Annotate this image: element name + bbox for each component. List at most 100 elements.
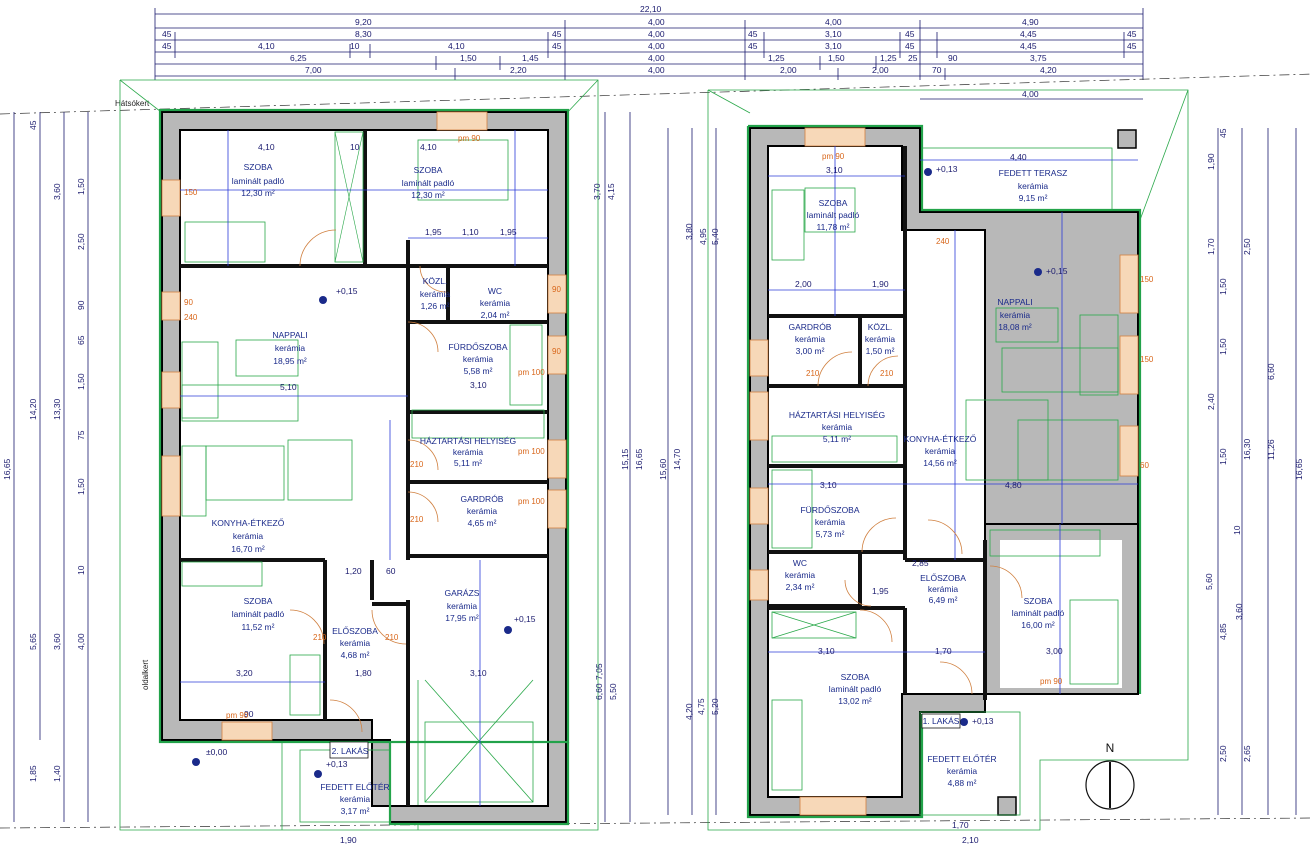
svg-text:kerámia: kerámia bbox=[340, 794, 371, 804]
svg-text:kerámia: kerámia bbox=[865, 334, 896, 344]
svg-text:6,49 m²: 6,49 m² bbox=[929, 595, 958, 605]
svg-text:pm 90: pm 90 bbox=[458, 134, 481, 143]
right-level-2: +0,15 bbox=[1046, 266, 1068, 276]
site-boundary: Hátsókert oldalkert bbox=[0, 73, 1313, 829]
left-dim-10: 3,20 bbox=[236, 668, 253, 678]
top-dimension-chains: 22,10 9,20 4,00 4,00 4,90 45 8,30 45 4,0… bbox=[154, 4, 1144, 100]
oldalkert-label: oldalkert bbox=[141, 659, 150, 690]
left-vdim-11: 10 bbox=[76, 565, 86, 575]
right-dim-11: 1,70 bbox=[952, 820, 969, 830]
svg-text:kerámia: kerámia bbox=[1000, 310, 1031, 320]
svg-text:4,68 m²: 4,68 m² bbox=[341, 650, 370, 660]
dim-row3-7: 4,45 bbox=[1020, 29, 1037, 39]
mid-vdim-12: 4,95 bbox=[698, 228, 708, 245]
left-room-kozl: KÖZL. kerámia 1,26 m² bbox=[420, 276, 451, 311]
svg-text:HÁZTARTÁSI HELYISÉG: HÁZTARTÁSI HELYISÉG bbox=[789, 410, 885, 420]
svg-text:SZOBA: SZOBA bbox=[1024, 596, 1053, 606]
right-dim-10: 3,00 bbox=[1046, 646, 1063, 656]
dim-row4-3: 4,10 bbox=[448, 41, 465, 51]
mid-vdim-9: 4,20 bbox=[684, 703, 694, 720]
left-vdim-17: 45 bbox=[28, 120, 38, 130]
right-vdim-3: 6,60 bbox=[1266, 363, 1276, 380]
dim-overall: 22,10 bbox=[640, 4, 662, 14]
svg-text:240: 240 bbox=[936, 237, 950, 246]
svg-text:kerámia: kerámia bbox=[467, 506, 498, 516]
right-vdim-9: 1,70 bbox=[1206, 238, 1216, 255]
opening-labels: pm 90 pm 90 150 90 240 90 90 pm 100 pm 1… bbox=[184, 134, 1154, 720]
right-room-szoba-1: SZOBA laminált padló 11,78 m² bbox=[807, 198, 860, 232]
left-level-4: +0,13 bbox=[326, 759, 348, 769]
hatsokert-label: Hátsókert bbox=[115, 99, 150, 108]
dim-row4-7: 3,10 bbox=[825, 41, 842, 51]
right-vdim-4: 5,60 bbox=[1204, 573, 1214, 590]
svg-text:210: 210 bbox=[880, 369, 894, 378]
mid-vdim-6: 5,50 bbox=[608, 683, 618, 700]
dim-row3-4: 45 bbox=[748, 29, 758, 39]
right-room-nappali: NAPPALI kerámia 18,08 m² bbox=[997, 297, 1032, 332]
svg-text:3,17 m²: 3,17 m² bbox=[341, 806, 370, 816]
right-dim-5: 3,10 bbox=[820, 480, 837, 490]
dim-row4-4: 45 bbox=[552, 41, 562, 51]
left-dim-11: 1,80 bbox=[355, 668, 372, 678]
svg-text:NAPPALI: NAPPALI bbox=[997, 297, 1032, 307]
dim-row4-2: 10 bbox=[350, 41, 360, 51]
svg-text:kerámia: kerámia bbox=[822, 422, 853, 432]
svg-text:FEDETT ELŐTÉR: FEDETT ELŐTÉR bbox=[320, 782, 389, 792]
left-room-szoba-2: SZOBA laminált padló 12,30 m² bbox=[402, 165, 455, 200]
right-dim-6: 2,85 bbox=[912, 558, 929, 568]
svg-text:kerámia: kerámia bbox=[1018, 181, 1049, 191]
right-dim-8: 3,10 bbox=[818, 646, 835, 656]
left-room-haztartasi: HÁZTARTÁSI HELYISÉG kerámia 5,11 m² bbox=[420, 436, 516, 468]
left-dim-8: 1,20 bbox=[345, 566, 362, 576]
dim-row6-3: 2,00 bbox=[780, 65, 797, 75]
svg-text:4,65 m²: 4,65 m² bbox=[468, 518, 497, 528]
dim-row5-2: 1,45 bbox=[522, 53, 539, 63]
svg-text:WC: WC bbox=[488, 286, 502, 296]
svg-text:SZOBA: SZOBA bbox=[244, 596, 273, 606]
right-room-haztartasi: HÁZTARTÁSI HELYISÉG kerámia 5,11 m² bbox=[789, 410, 885, 444]
dim-row6-0: 7,00 bbox=[305, 65, 322, 75]
right-dim-1: 3,10 bbox=[826, 165, 843, 175]
left-dim-9: 60 bbox=[386, 566, 396, 576]
dim-row6-6: 4,20 bbox=[1040, 65, 1057, 75]
right-apartment-label: 1. LAKÁS bbox=[923, 716, 960, 726]
right-room-szoba-3: SZOBA laminált padló 13,02 m² bbox=[829, 672, 882, 706]
svg-text:210: 210 bbox=[410, 460, 424, 469]
left-vdim-6: 90 bbox=[76, 300, 86, 310]
dim-row2-b: 4,00 bbox=[648, 17, 665, 27]
svg-text:16,00 m²: 16,00 m² bbox=[1021, 620, 1055, 630]
right-vdim-15: 2,65 bbox=[1242, 745, 1252, 762]
mid-vdim-1: 16,65 bbox=[634, 448, 644, 470]
middle-vertical-dims: 15,15 16,65 15,60 14,70 7,05 6,60 5,50 4… bbox=[592, 112, 720, 822]
svg-text:1,50 m²: 1,50 m² bbox=[866, 346, 895, 356]
left-room-garazs: GARÁZS kerámia 17,95 m² bbox=[445, 588, 480, 623]
svg-text:14,56 m²: 14,56 m² bbox=[923, 458, 957, 468]
left-level-2: +0,15 bbox=[514, 614, 536, 624]
dim-row3-0: 45 bbox=[162, 29, 172, 39]
mid-vdim-3: 14,70 bbox=[672, 448, 682, 470]
left-vdim-2: 13,30 bbox=[52, 398, 62, 420]
dim-row6-4: 2,00 bbox=[872, 65, 889, 75]
dim-row4-0: 45 bbox=[162, 41, 172, 51]
dim-row3-5: 3,10 bbox=[825, 29, 842, 39]
svg-text:kerámia: kerámia bbox=[785, 570, 816, 580]
right-vdim-5: 4,85 bbox=[1218, 623, 1228, 640]
right-room-szoba-2: SZOBA laminált padló 16,00 m² bbox=[1012, 596, 1065, 630]
svg-text:2,04 m²: 2,04 m² bbox=[481, 310, 510, 320]
right-unit-building bbox=[746, 124, 1142, 819]
svg-text:210: 210 bbox=[385, 633, 399, 642]
dim-row4-10: 45 bbox=[1127, 41, 1137, 51]
right-vdim-14: 10 bbox=[1232, 525, 1242, 535]
svg-text:kerámia: kerámia bbox=[275, 343, 306, 353]
mid-vdim-14: 3,70 bbox=[592, 183, 602, 200]
right-room-gardrob: GARDRÓB kerámia 3,00 m² bbox=[789, 322, 832, 356]
svg-text:ELŐSZOBA: ELŐSZOBA bbox=[332, 626, 378, 636]
dim-row3-8: 45 bbox=[1127, 29, 1137, 39]
dim-row5-0: 6,25 bbox=[290, 53, 307, 63]
svg-text:laminált padló: laminált padló bbox=[232, 609, 285, 619]
left-dim-4: 1,10 bbox=[462, 227, 479, 237]
right-room-kozl: KÖZL. kerámia 1,50 m² bbox=[865, 322, 896, 356]
left-room-szoba-3: SZOBA laminált padló 11,52 m² bbox=[232, 596, 285, 632]
svg-text:ELŐSZOBA: ELŐSZOBA bbox=[920, 573, 966, 583]
